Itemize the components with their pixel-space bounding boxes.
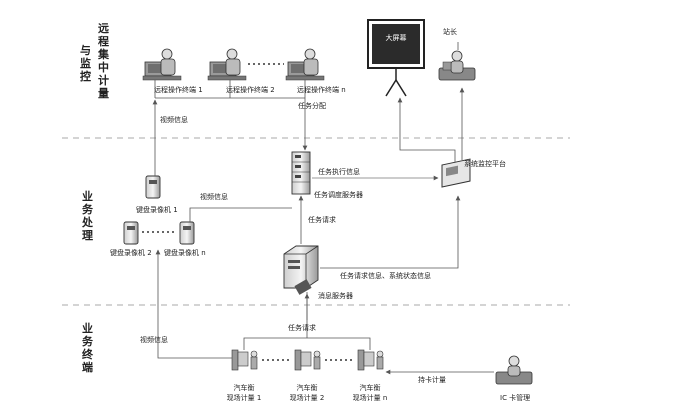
edge-platform-screen xyxy=(397,97,456,162)
edge-task-assign-label: 任务分配 xyxy=(298,101,326,110)
message-server-label: 消息服务器 xyxy=(318,291,353,300)
recorder-1-label: 键盘录像机 1 xyxy=(136,205,178,214)
monitor-platform-icon xyxy=(441,158,471,188)
zone-label-business: 业务处理 xyxy=(81,189,94,242)
edge-video-bottom-label: 视频信息 xyxy=(140,335,168,344)
site-1-label-b: 现场计量 1 xyxy=(227,393,262,402)
operator-terminal-1-label: 远程操作终端 1 xyxy=(154,85,203,94)
big-screen xyxy=(367,19,425,97)
zone-label-terminal: 业务终端 xyxy=(82,321,94,374)
edge-card-metering-label: 持卡计量 xyxy=(418,375,446,384)
recorder-1-icon xyxy=(145,175,161,199)
big-screen-label: 大屏幕 xyxy=(386,33,407,42)
message-server-icon xyxy=(283,245,319,289)
operator-terminal-n xyxy=(285,48,325,81)
monitor-platform-label: 系统监控平台 xyxy=(464,159,506,168)
zone-label-remote-b: 与监控 xyxy=(80,44,91,83)
recorder-2-icon xyxy=(123,221,139,245)
edge-video-bottom xyxy=(155,249,232,359)
ic-card-icon xyxy=(495,355,533,385)
zone-label-remote-a: 远程集中计量 xyxy=(97,22,110,100)
site-n-icon xyxy=(357,349,384,371)
site-n-label-b: 现场计量 n xyxy=(353,393,388,402)
recorder-2-label: 键盘录像机 2 xyxy=(110,248,152,257)
operator-terminal-1 xyxy=(142,48,182,81)
edge-video-mid-label: 视频信息 xyxy=(200,192,228,201)
site-n-label-a: 汽车衡 xyxy=(360,383,381,392)
message-server-card xyxy=(294,279,312,295)
terminals-bus xyxy=(154,80,306,99)
recorder-n-label: 键盘录像机 n xyxy=(164,248,206,257)
edge-request-status xyxy=(320,195,461,269)
site-1-icon xyxy=(231,349,258,371)
edge-task-request-mid-label: 任务请求 xyxy=(308,215,336,224)
operator-terminal-2 xyxy=(207,48,247,81)
edge-video-mid xyxy=(189,207,292,222)
dispatch-server-label: 任务调度服务器 xyxy=(314,190,363,199)
edge-task-exec-label: 任务执行信息 xyxy=(318,167,360,176)
site-2-label-b: 现场计量 2 xyxy=(290,393,325,402)
site-2-icon xyxy=(294,349,321,371)
ic-card-label: IC 卡管理 xyxy=(500,393,530,402)
recorder-n-icon xyxy=(179,221,195,245)
edge-request-status-label: 任务请求信息、系统状态信息 xyxy=(340,271,431,280)
dispatch-server-icon xyxy=(291,151,311,195)
station-chief-icon xyxy=(438,50,476,81)
operator-terminal-n-label: 远程操作终端 n xyxy=(297,85,346,94)
station-chief-label: 站长 xyxy=(443,27,457,36)
edge-video-top-label: 视频信息 xyxy=(160,115,188,124)
site-2-label-a: 汽车衡 xyxy=(297,383,318,392)
edge-task-request-bottom-label: 任务请求 xyxy=(288,323,316,332)
operator-terminal-2-label: 远程操作终端 2 xyxy=(226,85,275,94)
site-1-label-a: 汽车衡 xyxy=(234,383,255,392)
